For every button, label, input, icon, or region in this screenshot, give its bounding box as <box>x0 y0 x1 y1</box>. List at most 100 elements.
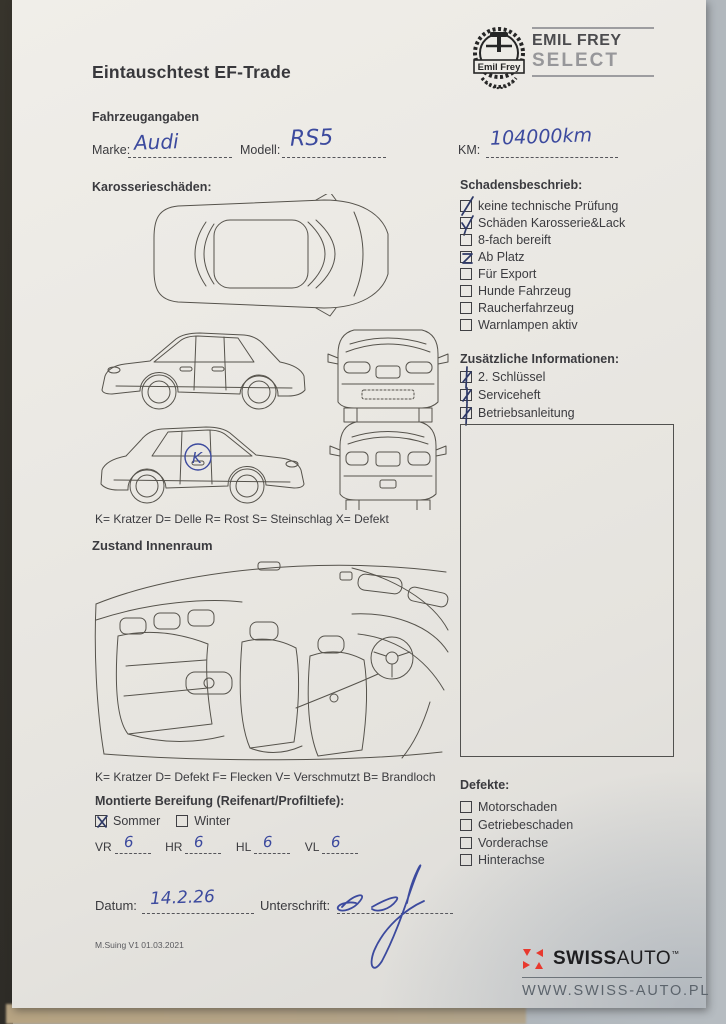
logo-line1: EMIL FREY <box>532 32 622 49</box>
emblem-text: Emil Frey <box>478 62 521 73</box>
form-paper: Eintauschtest EF-Trade Emil Frey EMIL FR… <box>12 0 706 1008</box>
desk-surface-tan <box>6 1004 526 1024</box>
section-bereifung: Montierte Bereifung (Reifenart/Profiltie… <box>95 794 345 808</box>
checkbox-row-8fach: 8-fach bereift <box>460 233 551 247</box>
emil-frey-select-logo: EMIL FREY SELECT <box>532 27 654 77</box>
checkbox-row-vorderachse: Vorderachse <box>460 836 548 850</box>
checkbox-label: keine technische Prüfung <box>478 199 619 213</box>
swissauto-url: WWW.SWISS-AUTO.PL <box>522 983 711 999</box>
datum-field-line[interactable] <box>142 912 254 914</box>
tire-value: 6 <box>262 832 274 852</box>
marke-label: Marke: <box>92 143 131 157</box>
car-front-view <box>327 329 449 423</box>
checkbox-label: 8-fach bereift <box>478 233 551 247</box>
checkbox-label: Hunde Fahrzeug <box>478 284 572 298</box>
brand-bold: SWISS <box>553 948 617 969</box>
sommer-label: Sommer <box>113 814 161 828</box>
section-schadensbeschrieb: Schadensbeschrieb: <box>460 178 583 192</box>
modell-value: RS5 <box>289 125 334 152</box>
checkbox-label: Raucherfahrzeug <box>478 301 574 315</box>
checkbox[interactable] <box>460 285 472 297</box>
checkbox[interactable] <box>460 837 472 849</box>
tire-type-row: Sommer Winter <box>95 814 230 828</box>
checkbox-label: Ab Platz <box>478 250 525 264</box>
checkbox[interactable] <box>460 251 473 264</box>
checkbox-label: 2. Schlüssel <box>478 370 546 384</box>
checkbox-label: Warnlampen aktiv <box>478 318 578 332</box>
car-damage-diagrams[interactable]: K <box>92 194 454 510</box>
version-note: M.Suing V1 01.03.2021 <box>95 940 184 950</box>
checkbox-row-keine-pruefung: keine technische Prüfung <box>460 196 619 216</box>
checkbox[interactable] <box>460 215 474 236</box>
tire-label: HL <box>235 840 252 854</box>
car-side-right-view: K <box>100 426 305 504</box>
checkbox[interactable] <box>460 268 472 280</box>
tire-value: 6 <box>123 832 134 852</box>
sommer-checkbox[interactable] <box>95 815 108 828</box>
checkbox-label: Serviceheft <box>478 388 541 402</box>
winter-label: Winter <box>194 814 231 828</box>
modell-label: Modell: <box>240 143 281 157</box>
checkbox[interactable] <box>460 819 472 831</box>
car-rear-view <box>329 421 447 510</box>
tire-field-hr[interactable]: HR 6 <box>165 833 222 854</box>
checkbox[interactable] <box>460 234 472 246</box>
checkbox-label: Hinterachse <box>478 853 545 867</box>
swissauto-logo-icon <box>523 949 543 969</box>
checkbox[interactable] <box>460 801 472 813</box>
unterschrift-label: Unterschrift: <box>260 898 331 913</box>
unterschrift-field-line[interactable] <box>337 912 453 914</box>
section-defekte: Defekte: <box>460 778 510 792</box>
checkbox-row-ab-platz: Ab Platz <box>460 250 525 264</box>
section-zusatz-info: Zusätzliche Informationen: <box>460 352 620 366</box>
tire-depth-row: VR 6 HR 6 HL 6 VL 6 <box>95 833 368 856</box>
checkbox[interactable] <box>460 319 472 331</box>
checkbox[interactable] <box>460 302 472 314</box>
tire-label: VR <box>95 840 112 854</box>
checkbox-label: Vorderachse <box>478 836 549 850</box>
datum-value: 14.2.26 <box>149 886 216 910</box>
tire-field-vr[interactable]: VR 6 <box>95 833 151 854</box>
checkbox-row-fuer-export: Für Export <box>460 267 536 281</box>
desk-edge-dark <box>0 0 13 1024</box>
checkbox[interactable] <box>460 366 472 389</box>
checkbox-row-raucherfahrzeug: Raucherfahrzeug <box>460 301 574 315</box>
marke-field-line[interactable] <box>128 156 232 158</box>
logo-line2: SELECT <box>532 50 619 71</box>
datum-label: Datum: <box>95 898 137 913</box>
checkbox-row-serviceheft: Serviceheft <box>460 387 541 404</box>
damage-mark-circle <box>184 443 212 471</box>
km-field-line[interactable] <box>486 156 618 158</box>
checkbox[interactable] <box>460 196 474 216</box>
checkbox-label: Betriebsanleitung <box>478 406 575 420</box>
tire-field-vl[interactable]: VL 6 <box>305 833 359 854</box>
trademark-symbol: ™ <box>671 949 680 959</box>
car-side-left-view <box>101 332 306 410</box>
checkbox[interactable] <box>460 387 472 404</box>
section-karosserieschaeden: Karosserieschäden: <box>92 180 212 194</box>
checkbox-row-karosserie-lack: Schäden Karosserie&Lack <box>460 215 626 236</box>
checkbox[interactable] <box>460 854 472 866</box>
logo-rule-bottom <box>532 75 654 77</box>
tire-field-hl[interactable]: HL 6 <box>235 833 291 854</box>
checkbox-row-motorschaden: Motorschaden <box>460 800 557 814</box>
car-top-view <box>153 194 389 317</box>
interior-legend: K= Kratzer D= Defekt F= Flecken V= Versc… <box>95 770 436 784</box>
brand-regular: AUTO <box>616 948 672 969</box>
logo-rule-top <box>532 27 654 29</box>
winter-checkbox[interactable] <box>176 815 189 827</box>
km-value: 104000km <box>489 124 593 150</box>
interior-diagram[interactable] <box>90 556 454 764</box>
notes-box[interactable] <box>460 424 674 757</box>
damage-mark-letter: K <box>192 449 203 467</box>
checkbox-row-warnlampen: Warnlampen aktiv <box>460 318 578 332</box>
checkbox-row-hinterachse: Hinterachse <box>460 853 545 867</box>
checkbox-label: Schäden Karosserie&Lack <box>478 216 626 230</box>
watermark-divider <box>522 977 702 978</box>
checkbox-row-schluessel: 2. Schlüssel <box>460 366 546 389</box>
checkbox[interactable] <box>460 403 472 426</box>
checkbox-row-hunde-fahrzeug: Hunde Fahrzeug <box>460 284 571 298</box>
tire-value: 6 <box>194 832 205 852</box>
modell-field-line[interactable] <box>282 156 386 158</box>
km-label: KM: <box>458 143 481 157</box>
